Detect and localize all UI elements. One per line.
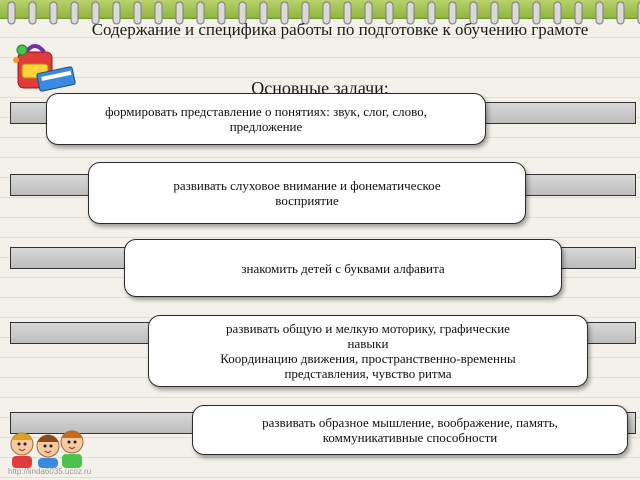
spiral-ring — [91, 1, 100, 25]
task-line: знакомить детей с буквами алфавита — [241, 260, 445, 276]
children-icon — [10, 430, 84, 468]
spiral-ring — [574, 1, 583, 25]
task-box: знакомить детей с буквами алфавита — [124, 239, 562, 297]
spiral-ring — [553, 1, 562, 25]
task-box: развивать слуховое внимание и фонематиче… — [88, 162, 526, 224]
task-line: развивать общую и мелкую моторику, графи… — [226, 321, 510, 336]
school-backpack-icon — [13, 44, 76, 92]
spiral-ring — [112, 1, 121, 25]
spiral-ring — [490, 1, 499, 25]
spiral-ring — [217, 1, 226, 25]
task-line: восприятие — [275, 193, 339, 208]
spiral-ring — [301, 1, 310, 25]
spiral-ring — [532, 1, 541, 25]
slide-title: Содержание и специфика работы по подгото… — [91, 20, 589, 39]
task-line: Координацию движения, пространственно-вр… — [220, 351, 516, 366]
spiral-ring — [616, 1, 625, 25]
spiral-ring — [385, 1, 394, 25]
spiral-ring — [406, 1, 415, 25]
spiral-ring — [49, 1, 58, 25]
spiral-ring — [322, 1, 331, 25]
spiral-ring — [511, 1, 520, 25]
spiral-ring — [28, 1, 37, 25]
task-line: формировать представление о понятиях: зв… — [105, 104, 427, 119]
spiral-ring — [280, 1, 289, 25]
spiral-ring — [196, 1, 205, 25]
spiral-ring — [259, 1, 268, 25]
spiral-ring — [343, 1, 352, 25]
task-box: формировать представление о понятиях: зв… — [46, 93, 486, 145]
spiral-ring — [7, 1, 16, 25]
notebook-spiral-binding — [7, 1, 640, 25]
task-line: развивать слуховое внимание и фонематиче… — [173, 178, 441, 193]
spiral-ring — [238, 1, 247, 25]
task-line: предложение — [229, 119, 303, 134]
spiral-ring — [175, 1, 184, 25]
spiral-ring — [133, 1, 142, 25]
task-line: навыки — [347, 336, 389, 351]
task-box: развивать образное мышление, воображение… — [192, 405, 628, 455]
spiral-ring — [595, 1, 604, 25]
slide-subtitle: Основные задачи: — [251, 78, 389, 96]
task-line: представления, чувство ритма — [284, 366, 452, 381]
spiral-ring — [469, 1, 478, 25]
spiral-ring — [364, 1, 373, 25]
spiral-ring — [427, 1, 436, 25]
spiral-ring — [70, 1, 79, 25]
spiral-ring — [448, 1, 457, 25]
task-box: развивать общую и мелкую моторику, графи… — [148, 315, 588, 387]
footer-url: http://linda6035.ucoz.ru — [8, 467, 92, 476]
spiral-ring — [154, 1, 163, 25]
task-line: коммуникативные способности — [322, 430, 498, 445]
task-line: развивать образное мышление, воображение… — [262, 415, 558, 430]
